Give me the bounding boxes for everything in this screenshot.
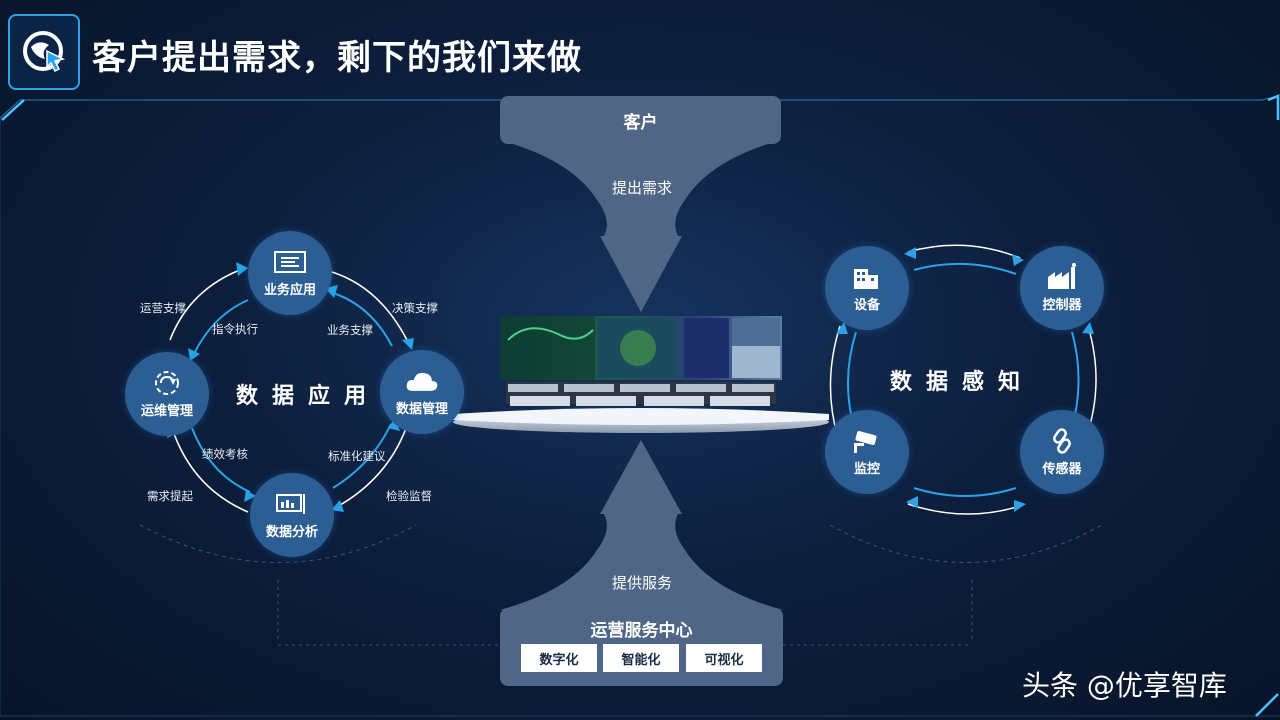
page-title: 客户提出需求，剩下的我们来做 xyxy=(92,38,582,78)
label-performance: 绩效考核 xyxy=(202,447,248,461)
node-business-app[interactable]: 业务应用 xyxy=(248,231,332,315)
control-room-image xyxy=(453,316,829,433)
node-data-management-label: 数据管理 xyxy=(395,402,448,417)
building-icon xyxy=(850,263,884,291)
node-device-label: 设备 xyxy=(853,298,880,313)
tag-digital: 数字化 xyxy=(521,644,597,672)
label-decision-support: 决策支撑 xyxy=(392,301,438,315)
link-icon xyxy=(1045,427,1079,455)
globe-cursor-icon xyxy=(23,31,66,73)
node-data-analysis-label: 数据分析 xyxy=(265,525,318,540)
node-controller-label: 控制器 xyxy=(1042,298,1082,313)
node-ops-management-label: 运维管理 xyxy=(140,404,193,419)
service-arrow-shape xyxy=(500,440,783,610)
node-sensor-label: 传感器 xyxy=(1042,462,1082,477)
tag-intelligent: 智能化 xyxy=(603,644,679,672)
label-business-support: 业务支撑 xyxy=(327,323,373,337)
node-device[interactable]: 设备 xyxy=(825,246,909,330)
request-arrow-shape xyxy=(500,140,781,312)
ops-center-title: 运营服务中心 xyxy=(590,621,693,641)
label-command-exec: 指令执行 xyxy=(212,322,258,336)
label-standardization: 标准化建议 xyxy=(328,449,386,463)
label-ops-support: 运营支撑 xyxy=(140,301,186,315)
chart-board-icon xyxy=(275,490,309,518)
camera-icon xyxy=(850,427,884,455)
factory-icon xyxy=(1045,263,1079,291)
label-inspection: 检验监督 xyxy=(386,489,432,503)
left-cycle-title: 数据应用 xyxy=(236,384,381,409)
left-cycle-ring xyxy=(167,262,414,513)
gear-refresh-icon xyxy=(150,369,184,397)
node-business-app-label: 业务应用 xyxy=(263,283,316,298)
logo xyxy=(8,14,80,90)
customer-box: 客户 xyxy=(500,96,781,144)
tag-visual: 可视化 xyxy=(686,644,762,672)
node-monitor-label: 监控 xyxy=(853,462,880,477)
node-controller[interactable]: 控制器 xyxy=(1020,246,1104,330)
label-request: 需求提起 xyxy=(147,489,193,503)
ops-center-box: 运营服务中心 数字化 智能化 可视化 xyxy=(500,608,783,686)
watermark: 头条 @优享智库 xyxy=(1022,669,1227,702)
node-monitor[interactable]: 监控 xyxy=(825,410,909,494)
node-sensor[interactable]: 传感器 xyxy=(1020,410,1104,494)
node-data-analysis[interactable]: 数据分析 xyxy=(250,473,334,557)
monitor-list-icon xyxy=(273,248,307,276)
right-cycle-title: 数据感知 xyxy=(890,370,1035,395)
request-label: 提出需求 xyxy=(611,179,672,197)
node-ops-management[interactable]: 运维管理 xyxy=(125,352,209,436)
cloud-icon xyxy=(405,367,439,395)
node-data-management[interactable]: 数据管理 xyxy=(380,350,464,434)
service-label: 提供服务 xyxy=(611,574,672,592)
